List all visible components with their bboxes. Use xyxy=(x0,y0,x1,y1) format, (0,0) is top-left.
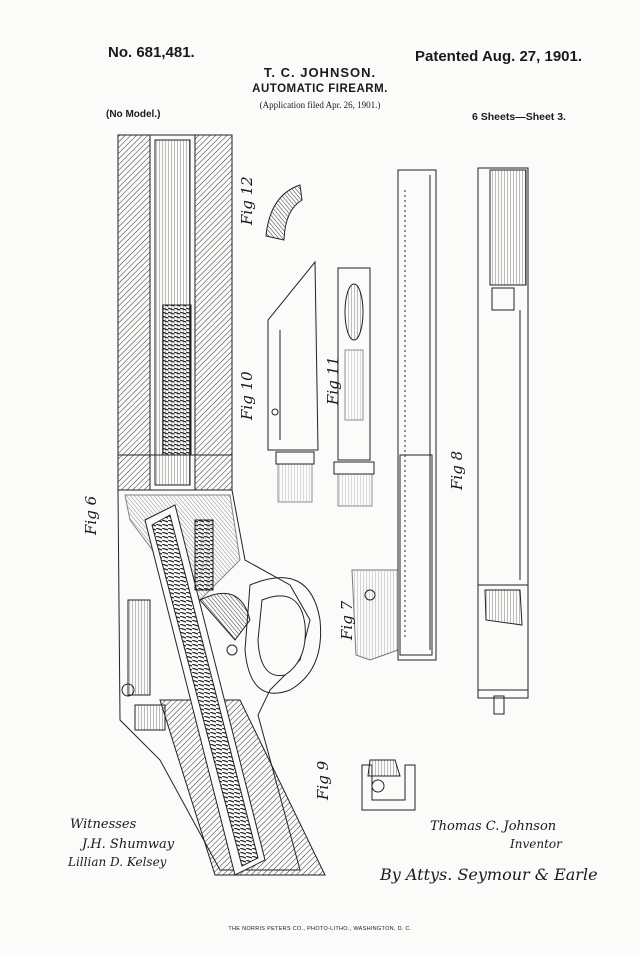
figure-6-drawing xyxy=(117,134,326,876)
patent-number: No. 681,481. xyxy=(108,44,195,61)
filing-date: (Application filed Apr. 26, 1901.) xyxy=(259,100,381,110)
inventor-label: Inventor xyxy=(509,837,563,851)
patent-date: Patented Aug. 27, 1901. xyxy=(415,48,583,65)
sheet-number: 6 Sheets—Sheet 3. xyxy=(472,111,566,123)
fig-11-label: Fig 11 xyxy=(324,356,342,406)
inventor-name: T. C. JOHNSON. xyxy=(263,65,377,80)
fig-10-label: Fig 10 xyxy=(238,371,256,421)
figure-9-drawing xyxy=(361,759,416,811)
witness-signature-2: Lillian D. Kelsey xyxy=(67,855,167,869)
figure-7-8-drawing xyxy=(351,167,529,715)
inventor-signature: Thomas C. Johnson xyxy=(430,819,556,834)
attorneys-signature: By Attys. Seymour & Earle xyxy=(379,865,598,884)
fig-7-label: Fig 7 xyxy=(338,600,356,641)
fig-9-label: Fig 9 xyxy=(314,760,332,801)
fig-6-label: Fig 6 xyxy=(82,495,100,536)
figure-10-11-drawing xyxy=(265,184,375,507)
model-note: (No Model.) xyxy=(106,109,161,120)
printer-credit: THE NORRIS PETERS CO., PHOTO-LITHO., WAS… xyxy=(228,926,412,932)
witness-signature-1: J.H. Shumway xyxy=(79,837,175,852)
patent-title: AUTOMATIC FIREARM. xyxy=(252,83,388,95)
fig-8-label: Fig 8 xyxy=(448,451,466,491)
fig-12-label: Fig 12 xyxy=(238,176,256,226)
witnesses-label: Witnesses xyxy=(70,817,137,832)
